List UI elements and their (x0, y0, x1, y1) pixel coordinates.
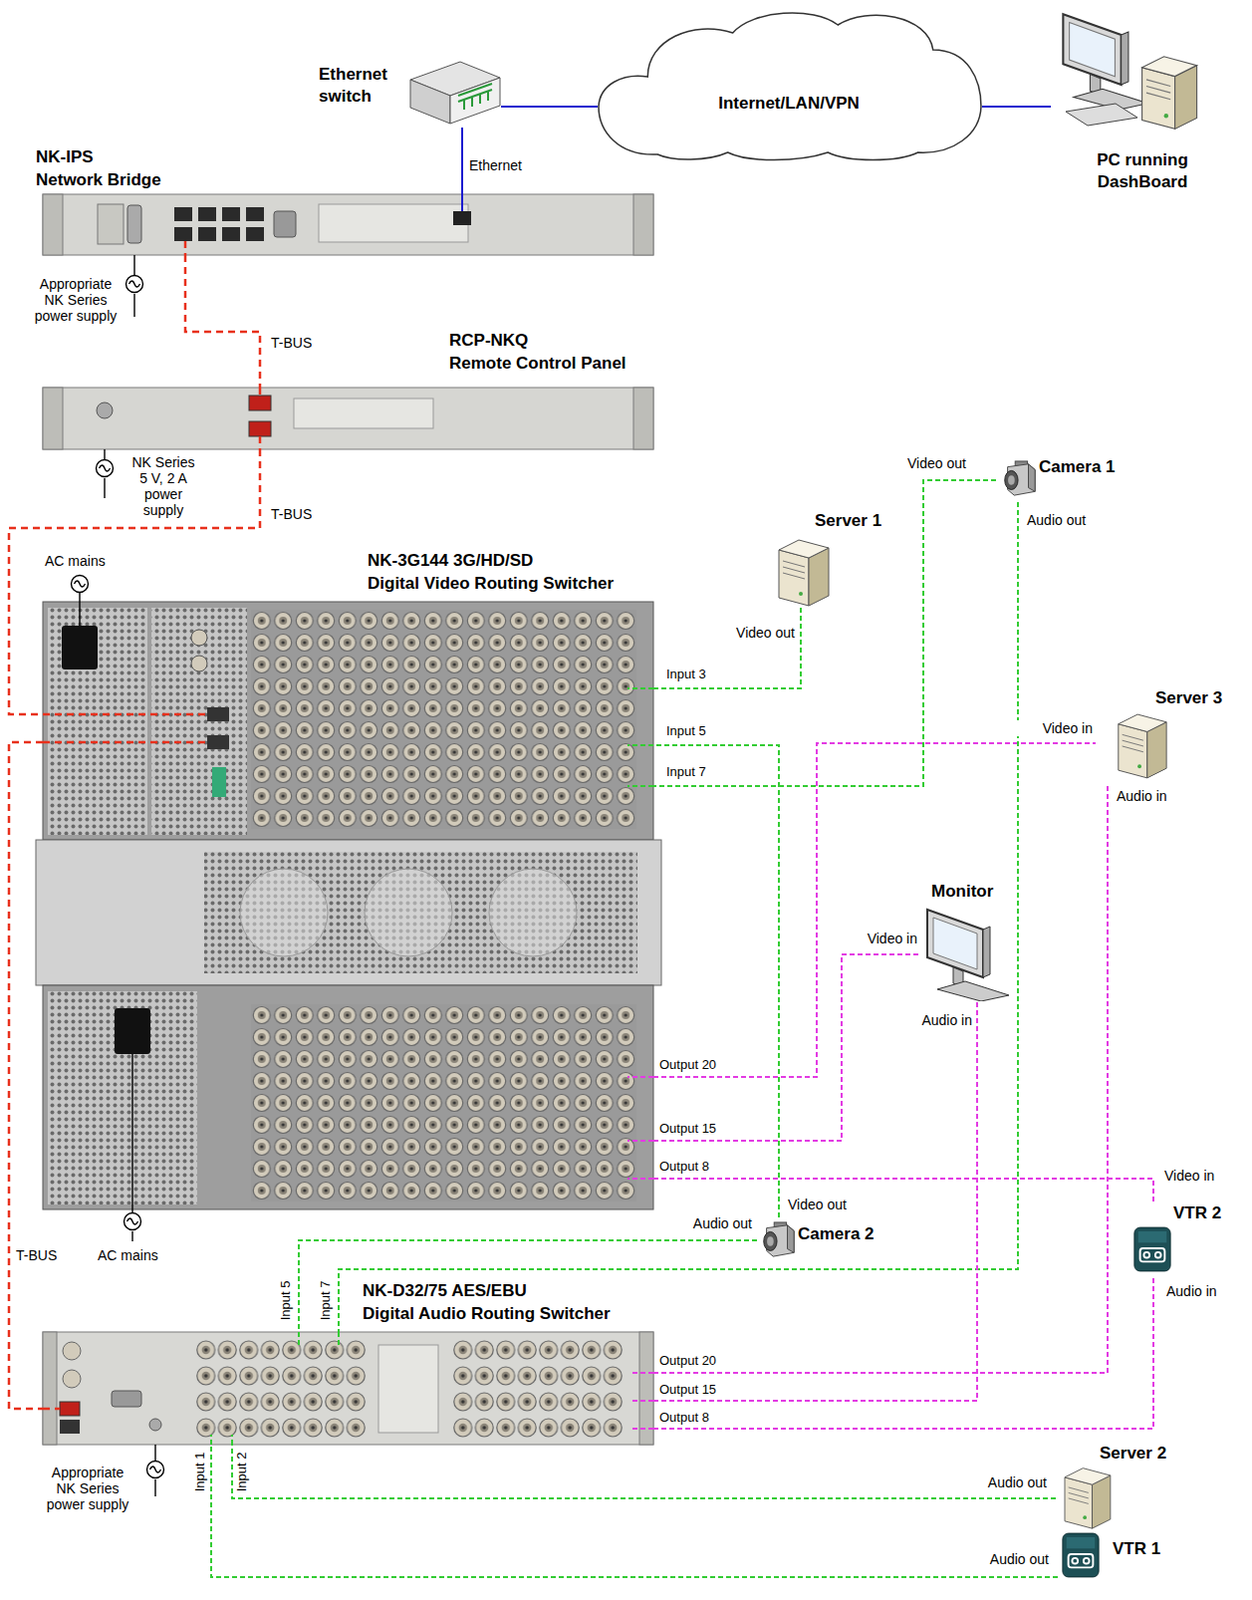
port-label: Audio out (1025, 511, 1087, 528)
node-label: Camera 1 (1038, 456, 1116, 479)
port-label: Audio in (1115, 787, 1169, 804)
port-label: Appropriate NK Series power supply (40, 1464, 135, 1512)
connector (653, 1001, 978, 1401)
server-device: Server 3 (1095, 687, 1243, 783)
port-label: Output 20 (658, 1057, 718, 1073)
device-icons (763, 461, 1171, 1577)
ethernet-switch: Ethernet switch (316, 61, 501, 128)
pc-icon (1062, 13, 1197, 129)
port-label: Output 8 (658, 1410, 711, 1426)
connector (653, 480, 997, 786)
port-label: AC mains (96, 1247, 160, 1263)
port-label: Video out (786, 1196, 848, 1213)
port-label: Input 1 (193, 1450, 209, 1493)
node-label: Network Bridge (35, 169, 162, 192)
ethernet-switch-icon (410, 61, 501, 124)
node-label: Camera 2 (797, 1223, 875, 1246)
connector (461, 127, 464, 195)
connector (211, 1444, 1058, 1577)
port-label: Audio out (657, 1215, 753, 1232)
port-label: Video in (996, 720, 1094, 737)
node-label: Digital Video Routing Switcher (367, 572, 614, 595)
port-label: Output 15 (658, 1382, 718, 1398)
port-label: Input 2 (235, 1450, 251, 1493)
port-label: AC mains (43, 552, 107, 569)
port-label: Input 3 (665, 667, 708, 683)
monitor-device: Monitor (921, 880, 1013, 1002)
vtr-device: VTR 2 (1130, 1202, 1224, 1276)
connector (500, 105, 598, 108)
cloud-outline (597, 4, 983, 164)
connector (653, 607, 801, 689)
port-label: Appropriate NK Series power supply (28, 275, 123, 324)
camera-device: Camera 2 (756, 1217, 897, 1263)
server-device: Server 2 (1055, 1442, 1191, 1532)
port-label: Audio in (876, 1011, 974, 1028)
video-router-art (35, 575, 662, 1243)
port-label: Audio out (946, 1550, 1050, 1567)
port-label: Input 7 (318, 1278, 334, 1321)
node-label: Digital Audio Routing Switcher (362, 1302, 611, 1325)
port-label: Input 5 (278, 1278, 294, 1321)
connector-label: T-BUS (269, 334, 313, 351)
port-label: Audio out (946, 1474, 1048, 1491)
connector (653, 745, 779, 1218)
port-label: Output 20 (658, 1353, 718, 1369)
node-label: Internet/LAN/VPN (597, 92, 981, 115)
node-label: PC running DashBoard (1077, 149, 1208, 194)
port-label: Output 15 (658, 1121, 718, 1137)
node-label: Ethernet switch (318, 63, 411, 108)
node-label: VTR 2 (1173, 1202, 1222, 1225)
connector (653, 743, 1096, 1077)
connector-label: T-BUS (269, 505, 313, 522)
connector (338, 501, 1018, 1332)
node-label: Server 3 (1155, 687, 1223, 710)
connector-label: Ethernet (468, 157, 523, 174)
connector (653, 954, 922, 1141)
node-label: NK-IPS (35, 146, 94, 169)
camera-device: Camera 1 (996, 454, 1136, 502)
connector (653, 1275, 1154, 1429)
port-label: Video in (1163, 1167, 1216, 1184)
node-label: RCP-NKQ (449, 329, 528, 352)
connector (232, 1444, 1056, 1499)
port-label: Audio in (1165, 1282, 1219, 1299)
server-device: Server 1 (766, 507, 887, 608)
connector (298, 1240, 757, 1332)
connector (185, 254, 260, 388)
video-router-chassis: NK-3G144 3G/HD/SDDigital Video Routing S… (42, 601, 654, 1210)
control-panel-rack: RCP-NKQRemote Control Panel (42, 387, 654, 450)
port-label: Output 8 (658, 1159, 711, 1175)
port-label: Video in (826, 930, 919, 947)
node-label: NK-D32/75 AES/EBU (362, 1279, 527, 1302)
network-bridge-rack-art (42, 194, 654, 317)
port-label: Video out (906, 455, 968, 472)
port-label: Input 5 (665, 724, 708, 740)
connector (653, 782, 1108, 1373)
node-label: VTR 1 (1112, 1537, 1161, 1560)
node-label: NK-3G144 3G/HD/SD (367, 549, 533, 572)
connector (653, 1178, 1154, 1203)
port-label: NK Series 5 V, 2 A power supply (126, 454, 201, 518)
connector (982, 105, 1051, 108)
cloud-shape (598, 12, 982, 161)
node-label: Server 1 (814, 509, 882, 532)
pc-workstation: PC running DashBoard (1050, 3, 1236, 204)
connector-label: T-BUS (14, 1247, 58, 1263)
port-stubs (42, 194, 654, 1445)
connector (8, 449, 260, 715)
network-cloud: Internet/LAN/VPN (597, 4, 983, 164)
node-label: Remote Control Panel (449, 352, 627, 375)
node-label: Monitor (931, 880, 994, 903)
audio-router-rack: NK-D32/75 AES/EBUDigital Audio Routing S… (42, 1331, 654, 1445)
connector (8, 742, 43, 1409)
port-label: Video out (697, 624, 796, 641)
vtr-device: VTR 1 (1057, 1529, 1183, 1582)
port-label: Input 7 (665, 764, 708, 780)
network-bridge-rack: NK-IPSNetwork Bridge (42, 194, 654, 255)
node-label: Server 2 (1099, 1442, 1167, 1465)
